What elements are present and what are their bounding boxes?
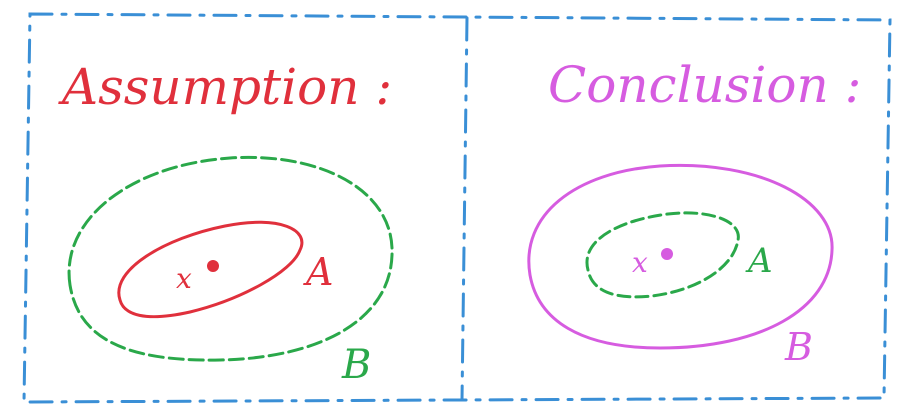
- conclusion-region-a: [585, 211, 740, 299]
- frame-border: [22, 12, 892, 404]
- assumption-region-b: [67, 155, 394, 362]
- frame-divider: [460, 16, 469, 402]
- assumption-region-a: [117, 220, 304, 319]
- conclusion-panel: Conclusion : x A B: [527, 56, 861, 369]
- conclusion-label-a: A: [745, 241, 773, 281]
- assumption-title: Assumption :: [58, 58, 392, 116]
- conclusion-point-dot: [661, 248, 673, 260]
- conclusion-region-b: [527, 163, 834, 350]
- assumption-point-label: x: [176, 262, 192, 295]
- conclusion-title: Conclusion :: [548, 56, 861, 114]
- assumption-point-dot: [207, 260, 219, 272]
- assumption-panel: Assumption : x A B: [58, 58, 394, 388]
- conclusion-point-label: x: [632, 246, 648, 279]
- conclusion-label-b: B: [784, 325, 813, 369]
- assumption-label-b: B: [341, 342, 371, 388]
- assumption-label-a: A: [303, 250, 333, 294]
